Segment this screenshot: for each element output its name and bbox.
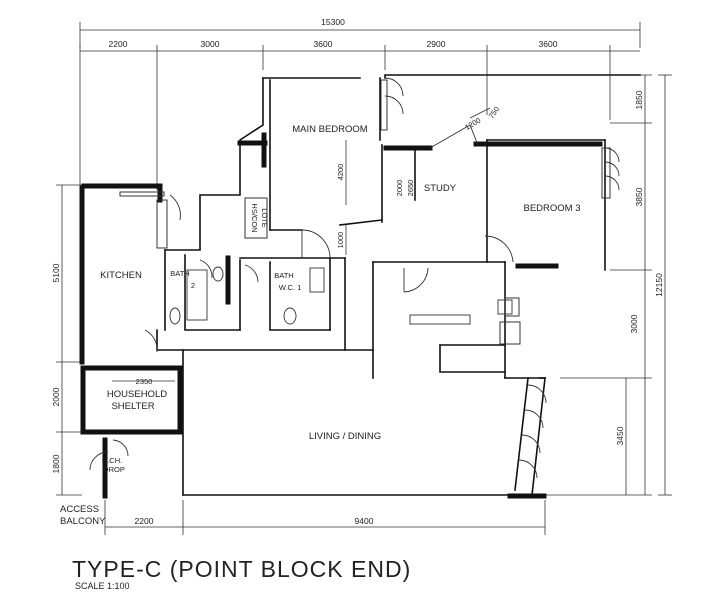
right-seg-1: 1850 — [634, 90, 644, 109]
label-kitchen: KITCHEN — [100, 270, 142, 281]
room-labels: MAIN BEDROOM STUDY BEDROOM 3 KITCHEN BAT… — [60, 124, 581, 527]
label-main-bedroom: MAIN BEDROOM — [292, 124, 368, 135]
top-seg-5: 3600 — [539, 39, 558, 49]
corridor-dim: 1000 — [336, 232, 345, 249]
windows — [119, 79, 611, 345]
left-seg-1: 5100 — [51, 263, 61, 282]
plan-scale: SCALE 1:100 — [75, 581, 130, 591]
right-seg-2: 3850 — [634, 187, 644, 206]
plan-title: TYPE-C (POINT BLOCK END) — [72, 556, 412, 582]
label-refuse-drop: DROP — [103, 465, 125, 474]
main-bedroom-depth: 4200 — [336, 164, 345, 181]
label-access: ACCESS — [60, 504, 99, 515]
label-bedroom-3: BEDROOM 3 — [523, 203, 580, 214]
bottom-seg-1: 2200 — [135, 516, 154, 526]
overall-width: 15300 — [321, 17, 345, 27]
label-household-shelter: HOUSEHOLD — [107, 389, 167, 400]
label-refuse-chute: R.CH. — [102, 456, 122, 465]
label-bath-2: BATH — [170, 269, 189, 278]
top-seg-2: 3000 — [201, 39, 220, 49]
bottom-seg-2: 9400 — [355, 516, 374, 526]
label-bath-2-num: 2 — [191, 281, 195, 290]
door-swings — [89, 77, 620, 479]
label-hs-lote: LOTE — [260, 208, 269, 228]
fixtures — [169, 266, 513, 325]
right-overall: 12150 — [654, 273, 664, 297]
label-bath-1-wc: W.C. 1 — [279, 283, 302, 292]
label-living-dining: LIVING / DINING — [309, 431, 381, 442]
bay-dim-b: 1200 — [463, 116, 482, 132]
label-study: STUDY — [424, 183, 457, 194]
label-hs-con: HS/CON — [250, 203, 259, 232]
right-seg-4: 3450 — [615, 426, 625, 445]
top-seg-3: 3600 — [314, 39, 333, 49]
top-seg-4: 2900 — [427, 39, 446, 49]
study-dim-a: 2650 — [406, 180, 415, 197]
right-seg-3: 3000 — [629, 314, 639, 333]
dimension-labels: 15300 2200 3000 3600 2900 3600 2200 9400… — [51, 17, 664, 526]
label-balcony: BALCONY — [60, 516, 106, 527]
bay-dim-a: 750 — [487, 105, 502, 120]
walls — [79, 74, 641, 499]
left-seg-2: 2000 — [51, 387, 61, 406]
shelter-width: 2350 — [136, 377, 153, 386]
dimension-lines — [56, 22, 672, 535]
label-household-shelter-2: SHELTER — [111, 401, 154, 412]
study-dim-b: 2000 — [395, 180, 404, 197]
label-bath-1: BATH — [274, 271, 293, 280]
top-seg-1: 2200 — [109, 39, 128, 49]
left-seg-3: 1800 — [51, 454, 61, 473]
